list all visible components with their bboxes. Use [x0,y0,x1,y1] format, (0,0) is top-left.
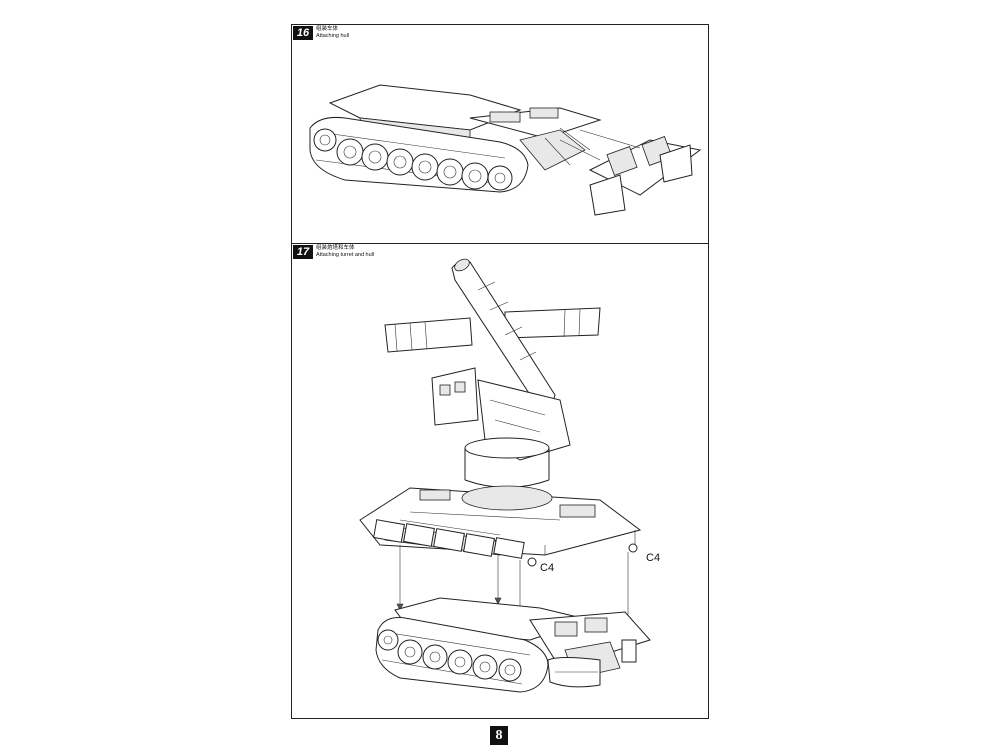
step-17-title-en: Attaching turret and hull [316,252,375,258]
upper-hull-drawing [359,485,642,567]
page-number: 8 [490,726,508,745]
step-16-title-cn: 组装车体 [316,26,339,32]
step-17-number: 17 [293,245,313,259]
missile-launcher-drawing [384,258,601,488]
road-wheels-step17 [377,629,522,682]
callout-c4-right: C4 [646,552,661,564]
step-16-number: 16 [293,26,313,40]
step-divider [291,243,709,244]
step-17-header: 17 组装炮塔和车体 Attaching turret and hull [293,245,374,259]
instruction-frame [291,24,709,719]
callout-c4-left: C4 [540,562,555,574]
road-wheels-step16 [313,128,513,191]
step-16-header: 16 组装车体 Attaching hull [293,26,349,40]
step-16-lower-hull-drawing [309,84,702,216]
step-17-lower-hull-drawing [375,597,651,693]
step-17-title-cn: 组装炮塔和车体 [316,245,355,251]
step-16-title-en: Attaching hull [316,33,350,39]
